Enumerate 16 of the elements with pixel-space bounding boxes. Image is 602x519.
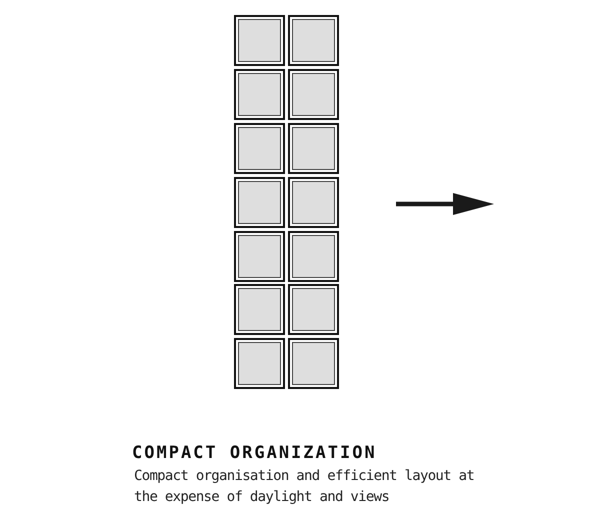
heading: COMPACT ORGANIZATION: [132, 443, 377, 463]
grid-square: [288, 15, 339, 66]
grid-square: [288, 177, 339, 228]
grid-square: [234, 231, 285, 282]
grid-square: [288, 284, 339, 335]
grid-square: [234, 15, 285, 66]
grid-square: [288, 123, 339, 174]
grid-square: [288, 231, 339, 282]
grid-square: [234, 123, 285, 174]
grid-square: [288, 69, 339, 120]
grid-square: [288, 338, 339, 389]
caption-text: Compact organisation and efficient layout at the expense of daylight and views: [134, 467, 476, 507]
grid-square: [234, 284, 285, 335]
grid-square: [234, 338, 285, 389]
grid-square: [234, 177, 285, 228]
grid-square: [234, 69, 285, 120]
